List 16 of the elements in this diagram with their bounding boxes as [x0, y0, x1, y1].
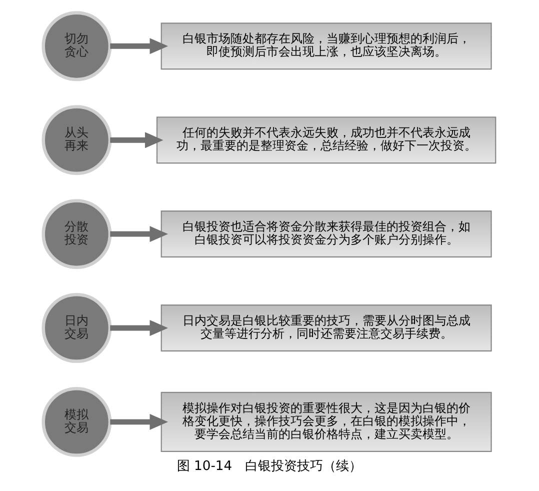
node-circle: 切勿贪心 — [42, 11, 112, 82]
node-box: 任何的失败并不代表永远失败，成功也并不代表永远成功，最重要的是整理资金，总结经验，做好下一次投资。 — [156, 116, 496, 164]
arrow — [110, 226, 168, 242]
node-circle: 从头再来 — [42, 105, 112, 176]
arrow — [110, 320, 168, 336]
caption: 图 10-14 白银投资技巧（续） — [176, 459, 362, 474]
node-circle: 分散投资 — [42, 199, 112, 269]
node-circle: 日内交易 — [42, 293, 112, 363]
node-box: 模拟操作对白银投资的重要性很大，这是因为白银的价格变化更快，操作技巧会更多，在白银的模拟操作中，要学会总结当前的白银价格特点，建立买卖模型。 — [160, 392, 492, 452]
node-box: 日内交易是白银比较重要的技巧，需要从分时图与总成交量等进行分析，同时还需要注意交易手续费。 — [160, 304, 492, 352]
arrow — [110, 414, 168, 430]
node-circle: 模拟交易 — [42, 386, 112, 457]
node-box: 白银投资也适合将资金分散来获得最佳的投资组合，如白银投资可以将投资资金分为多个账户分别操作。 — [160, 210, 492, 258]
node-box: 白银市场随处都存在风险，当赚到心理预想的利润后，即使预测后市会出现上涨，也应该坚决离场。 — [160, 22, 492, 70]
arrow — [110, 132, 164, 148]
arrow — [110, 38, 168, 54]
